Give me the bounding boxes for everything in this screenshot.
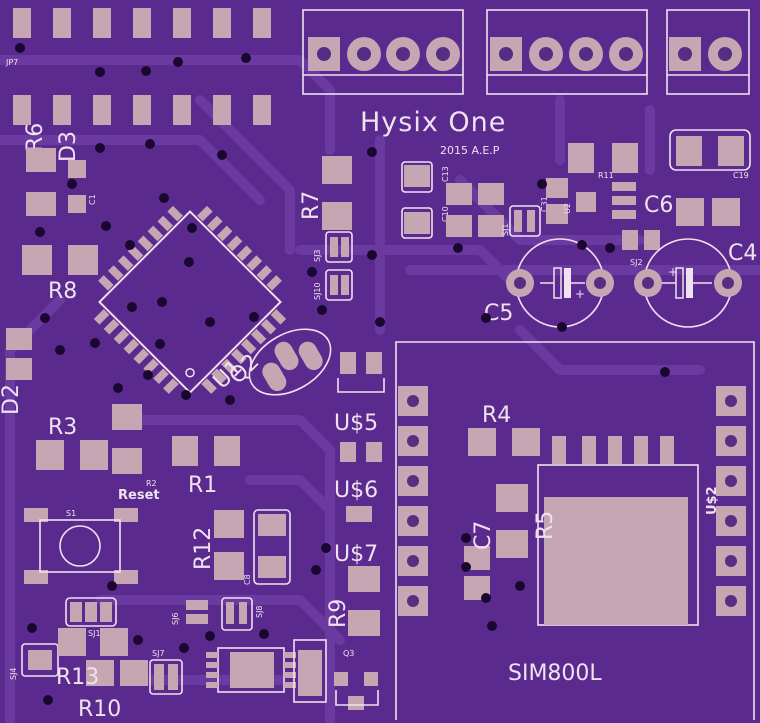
label-r5: R5 — [533, 511, 558, 540]
label-r11: R11 — [598, 171, 614, 180]
label-sj11: SJ11 — [88, 629, 106, 638]
label-d2: D2 — [0, 384, 24, 415]
label-sj8: SJ8 — [255, 605, 264, 618]
capacitor-c4: + — [634, 238, 742, 328]
label-u7: U$7 — [334, 542, 378, 567]
label-r2: R2 — [146, 479, 157, 488]
label-c31: C31 — [540, 196, 549, 212]
reset-switch-s1 — [24, 508, 138, 584]
label-jp7: JP7 — [5, 58, 18, 67]
label-r12: R12 — [191, 527, 216, 570]
transistor-q2 — [248, 328, 332, 396]
label-c13: C13 — [441, 166, 450, 182]
terminal-block-4pin-a — [302, 9, 464, 95]
label-r6: R6 — [23, 123, 48, 152]
label-c4: C4 — [728, 241, 757, 266]
label-reset: Reset — [118, 488, 160, 503]
label-c6: C6 — [644, 193, 673, 218]
label-r1: R1 — [188, 473, 217, 498]
terminal-block-4pin-b — [486, 9, 648, 95]
label-c8: C8 — [243, 574, 252, 585]
label-r13: R13 — [56, 665, 99, 690]
label-sj7: SJ7 — [152, 649, 165, 658]
svg-text:+: + — [575, 287, 585, 301]
label-s1: S1 — [66, 509, 76, 518]
board-title: Hysix One — [360, 107, 506, 138]
header-pads-top — [13, 8, 271, 125]
label-u5: U$5 — [334, 411, 378, 436]
label-sim800l: SIM800L — [508, 661, 602, 686]
label-d3: D3 — [56, 131, 81, 162]
label-r8: R8 — [48, 279, 77, 304]
label-sj4: SJ4 — [9, 667, 18, 680]
label-q3: Q3 — [343, 649, 354, 658]
label-sj10: SJ10 — [313, 282, 322, 300]
label-c1: C1 — [88, 194, 97, 205]
label-r10: R10 — [78, 697, 121, 722]
label-sj2: SJ2 — [630, 258, 643, 267]
label-r4: R4 — [482, 403, 511, 428]
label-u6: U$6 — [334, 478, 378, 503]
label-r3: R3 — [48, 415, 77, 440]
regulator-u2 — [576, 182, 636, 219]
svg-text:+: + — [668, 265, 678, 279]
soic8-chip — [206, 647, 296, 693]
label-c7: C7 — [471, 521, 496, 550]
mcu-chip — [93, 205, 287, 394]
label-r7: R7 — [299, 191, 324, 220]
vias — [15, 43, 670, 705]
component-u5 — [337, 352, 385, 393]
label-sj6: SJ6 — [171, 612, 180, 625]
label-sj1: SJ1 — [501, 223, 510, 236]
label-u2: U2 — [563, 203, 572, 214]
board-credit: 2015 A.E.P — [440, 144, 500, 157]
sim800l-module — [395, 341, 755, 720]
terminal-block-2pin — [666, 9, 750, 95]
label-c19: C19 — [733, 171, 749, 180]
label-c10: C10 — [441, 206, 450, 222]
label-u-2: U$2 — [705, 486, 720, 515]
label-r9: R9 — [326, 599, 351, 628]
label-sj3: SJ3 — [313, 249, 322, 262]
